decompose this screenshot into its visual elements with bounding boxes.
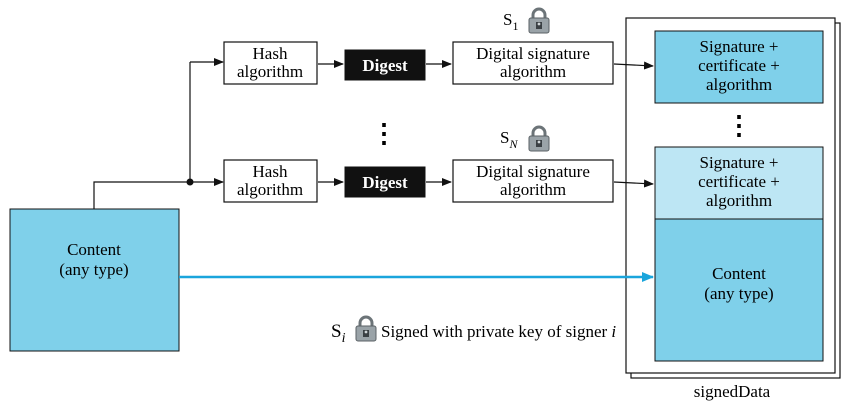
hash-box-n: [223, 159, 318, 203]
hash-1-line1: Hash: [253, 44, 288, 63]
signer-label-1: S1: [503, 10, 518, 33]
sig-algo-1-line1: Digital signature: [476, 44, 590, 63]
content-copy-line1: Content: [712, 264, 766, 283]
digest-box-1: [344, 49, 426, 81]
content-branch-line: [93, 181, 190, 209]
signer-info-1-line1: Signature +: [700, 37, 779, 56]
legend-lock-icon: [354, 315, 378, 343]
content-line1: Content: [67, 240, 121, 259]
content-box: [9, 208, 180, 352]
arrow-sig-to-info-1: [613, 61, 654, 70]
signer-info-n-line1: Signature +: [700, 153, 779, 172]
hash-1-line2: algorithm: [237, 62, 303, 81]
signer-info-box-n: [654, 146, 824, 220]
sig-algo-box-n: [452, 159, 614, 203]
lock-icon-1: [527, 7, 551, 35]
content-copy-line2: (any type): [704, 284, 773, 303]
hash-n-line2: algorithm: [237, 180, 303, 199]
signed-data-label: signedData: [694, 382, 771, 401]
legend-symbol: Si: [331, 321, 346, 346]
digest-n-label: Digest: [362, 173, 408, 192]
sig-algo-box-1: [452, 41, 614, 85]
signer-label-n: SN: [500, 128, 518, 151]
arrow-sig-to-info-n: [613, 179, 654, 188]
sig-algo-1-line2: algorithm: [500, 62, 566, 81]
digest-box-n: [344, 166, 426, 198]
rows-ellipsis: ⋮: [371, 119, 397, 148]
digest-1-label: Digest: [362, 56, 408, 75]
signer-info-n-line2: certificate +: [698, 172, 780, 191]
container-ellipsis: ⋮: [726, 111, 752, 140]
hash-n-line1: Hash: [253, 162, 288, 181]
legend-text: Signed with private key of signer i: [381, 322, 616, 341]
hash-box-1: [223, 41, 318, 85]
content-copy-box: [654, 218, 824, 362]
sig-algo-n-line1: Digital signature: [476, 162, 590, 181]
signer-info-box-1: [654, 30, 824, 104]
signer-info-1-line3: algorithm: [706, 75, 772, 94]
sig-algo-n-line2: algorithm: [500, 180, 566, 199]
lock-icon-n: [527, 125, 551, 153]
signer-info-n-line3: algorithm: [706, 191, 772, 210]
signer-info-1-line2: certificate +: [698, 56, 780, 75]
content-line2: (any type): [59, 260, 128, 279]
